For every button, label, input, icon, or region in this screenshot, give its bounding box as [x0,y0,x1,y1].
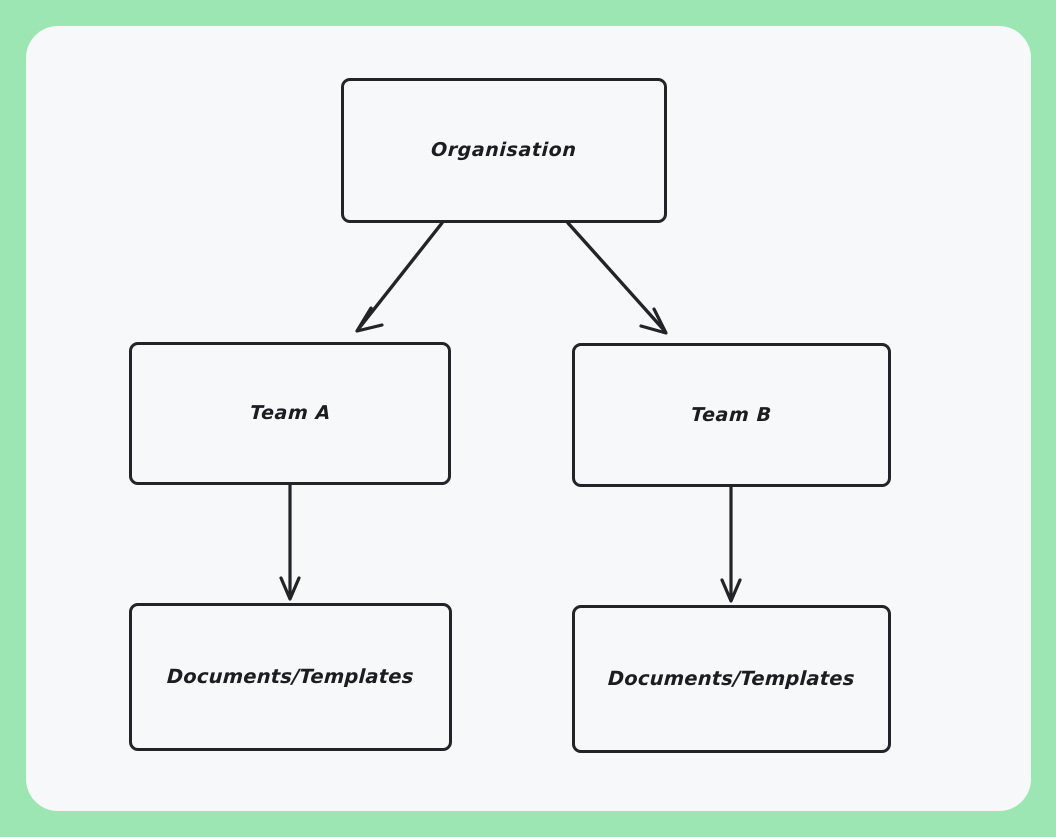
node-organisation-label: Organisation [430,139,578,162]
node-team-a-label: Team A [248,402,332,425]
node-team-a[interactable]: Team A [129,342,451,485]
node-team-b[interactable]: Team B [572,343,891,487]
node-documents-templates-b[interactable]: Documents/Templates [572,605,891,753]
edge-team-b-documents [720,484,742,603]
edge-organisation-team-a [355,221,444,333]
node-team-b-label: Team B [690,403,773,426]
node-documents-templates-a[interactable]: Documents/Templates [129,603,452,751]
node-documents-templates-b-label: Documents/Templates [607,667,856,691]
diagram-canvas: Organisation Team A Team B Documents/Tem… [26,26,1031,811]
node-organisation[interactable]: Organisation [341,78,667,223]
node-documents-templates-a-label: Documents/Templates [166,665,415,689]
edge-team-a-documents [279,482,301,601]
edge-organisation-team-b [566,221,668,335]
